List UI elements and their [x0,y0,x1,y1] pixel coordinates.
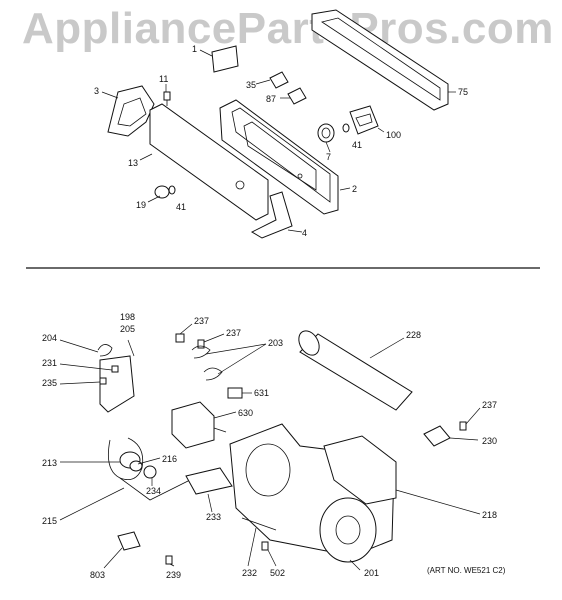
part-2-control-panel-frame [219,99,339,215]
callout-237a: 237 [194,316,209,326]
callout-234: 234 [146,486,161,496]
part-630-motor [171,401,227,449]
part-19-knob-small [154,185,170,199]
part-237b-screw [197,339,205,349]
callout-198: 198 [120,312,135,322]
part-4-leg-bracket [250,191,293,239]
part-100-switch [349,105,379,135]
callout-205: 205 [120,324,135,334]
part-631-connector [227,387,243,399]
part-232-rod [241,517,277,531]
callout-239: 239 [166,570,181,580]
callout-631: 631 [254,388,269,398]
callout-7: 7 [326,152,331,162]
watermark-logo: AppliancePartsPros.com [22,4,554,53]
callout-237b: 237 [226,328,241,338]
part-7-knob [317,123,335,143]
part-204-clamp [97,344,113,357]
callout-35: 35 [246,80,256,90]
part-203-clamps [191,345,223,381]
callout-41b: 41 [352,140,362,150]
part-235-screw [99,377,107,385]
part-218-duct-housing [323,435,397,505]
callout-19: 19 [136,200,146,210]
callout-3: 3 [94,86,99,96]
callout-204: 204 [42,333,57,343]
callout-216: 216 [162,454,177,464]
callout-75: 75 [458,87,468,97]
callout-215: 215 [42,516,57,526]
part-35-clip [269,71,289,89]
part-502-screw [261,541,269,551]
part-1-panel-small [211,45,239,73]
part-41b-spring [342,123,350,133]
callout-100: 100 [386,130,401,140]
part-230-thermostat [423,425,451,447]
callout-87: 87 [266,94,276,104]
callout-2: 2 [352,184,357,194]
part-233-idler-bracket [185,467,233,495]
part-234-roller [143,465,157,479]
callout-203: 203 [268,338,283,348]
callout-232: 232 [242,568,257,578]
part-216-pulley [129,460,143,472]
part-11-screw [163,91,171,106]
part-backsplash-top [311,9,449,111]
callout-235: 235 [42,378,57,388]
art-number-label: (ART NO. WE521 C2) [427,566,506,575]
callout-4: 4 [302,228,307,238]
callout-1: 1 [192,44,197,54]
callout-218: 218 [482,510,497,520]
callout-231: 231 [42,358,57,368]
callout-502: 502 [270,568,285,578]
part-231-screw [111,365,119,373]
callout-213: 213 [42,458,57,468]
part-205-bracket [99,355,135,413]
callout-201: 201 [364,568,379,578]
callout-233: 233 [206,512,221,522]
callout-630: 630 [238,408,253,418]
part-13-control-panel [149,103,269,221]
callout-41a: 41 [176,202,186,212]
callout-803: 803 [90,570,105,580]
part-228-duct [298,330,413,411]
part-213-belt [107,437,144,481]
callout-228: 228 [406,330,421,340]
callout-230: 230 [482,436,497,446]
part-215-rod [119,477,191,501]
callout-237c: 237 [482,400,497,410]
callout-11: 11 [159,74,168,84]
leader-lines [59,49,481,571]
part-239-screw [165,555,173,565]
part-3-end-bracket [107,85,155,137]
part-87-clip [287,87,307,105]
part-237a-screw [175,333,185,343]
callout-13: 13 [128,158,138,168]
part-237c-screw [459,421,467,431]
part-803-switch [117,531,141,551]
part-201-blower-wheel [319,497,377,563]
part-41a-spring [168,185,176,195]
